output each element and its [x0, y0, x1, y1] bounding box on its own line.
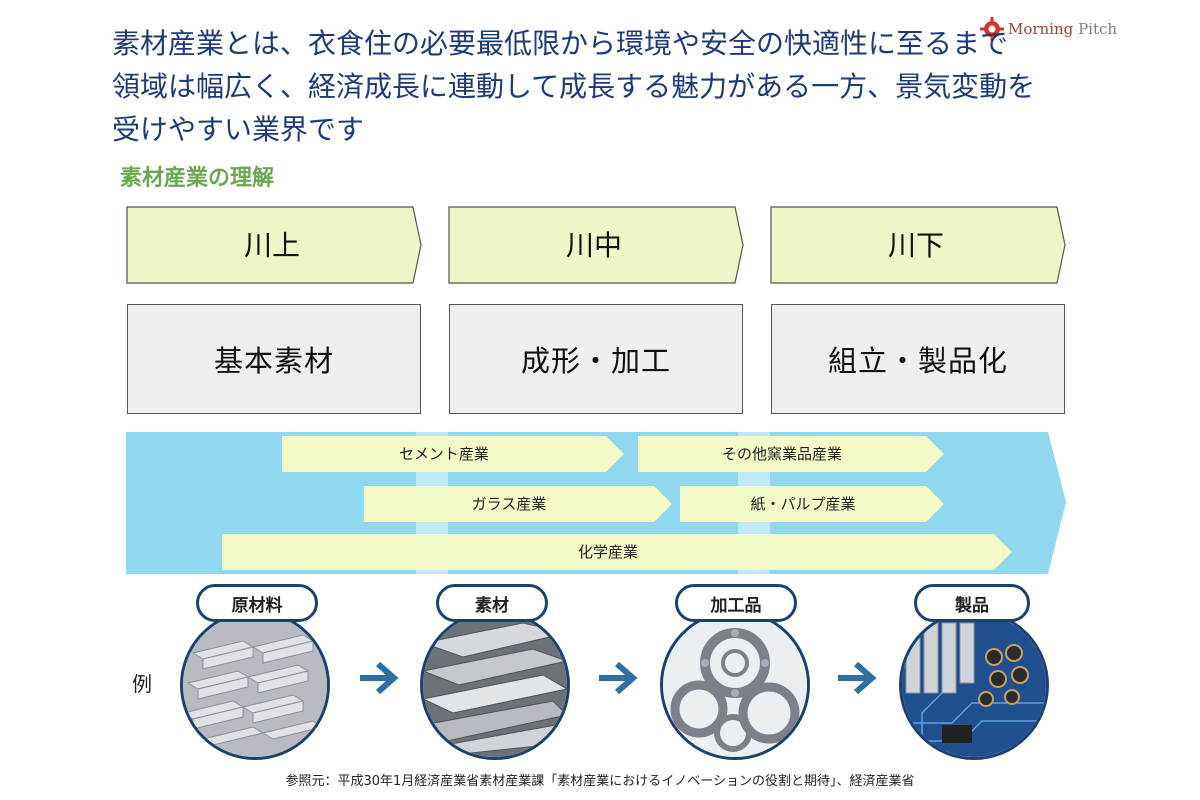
morning-pitch-logo: Morning Pitch: [980, 12, 1117, 46]
metal-sheets-image: [420, 610, 570, 760]
arrow-right-icon: [360, 661, 399, 695]
example-pill-raw-materials: 原材料: [196, 584, 318, 622]
aluminum-ingots-image: [180, 610, 330, 760]
stage-chevron-midstream: [448, 206, 744, 284]
category-box-assembly-products: 組立・製品化: [771, 304, 1065, 414]
bearings-image: [660, 610, 810, 760]
section-title: 素材産業の理解: [120, 166, 275, 191]
stage-chevron-upstream: [126, 206, 422, 284]
industry-arrow-other-ceramics: [638, 436, 944, 472]
headline: 素材産業とは、衣食住の必要最低限から環境や安全の快適性に至るまで 領域は幅広く、…: [112, 22, 1102, 151]
stage-label-midstream: 川中: [565, 229, 622, 262]
logo-text-morning: Morning: [1008, 20, 1074, 38]
gear-icon: [980, 17, 1004, 41]
stage-chevrons: [126, 206, 1066, 284]
industry-arrow-chemical: [222, 534, 1012, 570]
examples-label: 例: [132, 672, 152, 696]
industry-label-chemical: 化学産業: [577, 542, 638, 561]
category-box-basic-materials: 基本素材: [127, 304, 421, 414]
industry-arrow-paper-pulp: [680, 486, 944, 522]
headline-line-2: 領域は幅広く、経済成長に連動して成長する魅力がある一方、景気変動を: [112, 70, 1036, 103]
industry-arrow-glass: [364, 486, 672, 522]
arrow-right-icon: [838, 661, 877, 695]
logo-text-pitch: Pitch: [1078, 20, 1118, 38]
stage-label-downstream: 川下: [887, 229, 944, 262]
industry-band: [126, 432, 1066, 574]
industry-label-cement: セメント産業: [399, 444, 489, 463]
example-pill-processed-goods: 加工品: [675, 584, 797, 622]
headline-line-1: 素材産業とは、衣食住の必要最低限から環境や安全の快適性に至るまで: [112, 27, 1009, 60]
example-pill-materials: 素材: [436, 584, 548, 622]
source-citation: 参照元：平成30年1月経済産業省素材産業課「素材産業におけるイノベーションの役割…: [285, 774, 915, 789]
stage-chevron-downstream: [770, 206, 1066, 284]
category-box-forming-processing: 成形・加工: [449, 304, 743, 414]
arrow-right-icon: [599, 661, 638, 695]
headline-line-3: 受けやすい業界です: [112, 113, 365, 146]
stage-label-upstream: 川上: [243, 229, 300, 262]
industry-label-paper-pulp: 紙・パルプ産業: [750, 494, 856, 513]
circuit-board-image: [899, 610, 1049, 760]
industry-arrow-cement: [282, 436, 624, 472]
industry-label-other-ceramics: その他窯業品産業: [721, 444, 842, 463]
industry-label-glass: ガラス産業: [471, 494, 547, 513]
example-pill-products: 製品: [914, 584, 1030, 622]
